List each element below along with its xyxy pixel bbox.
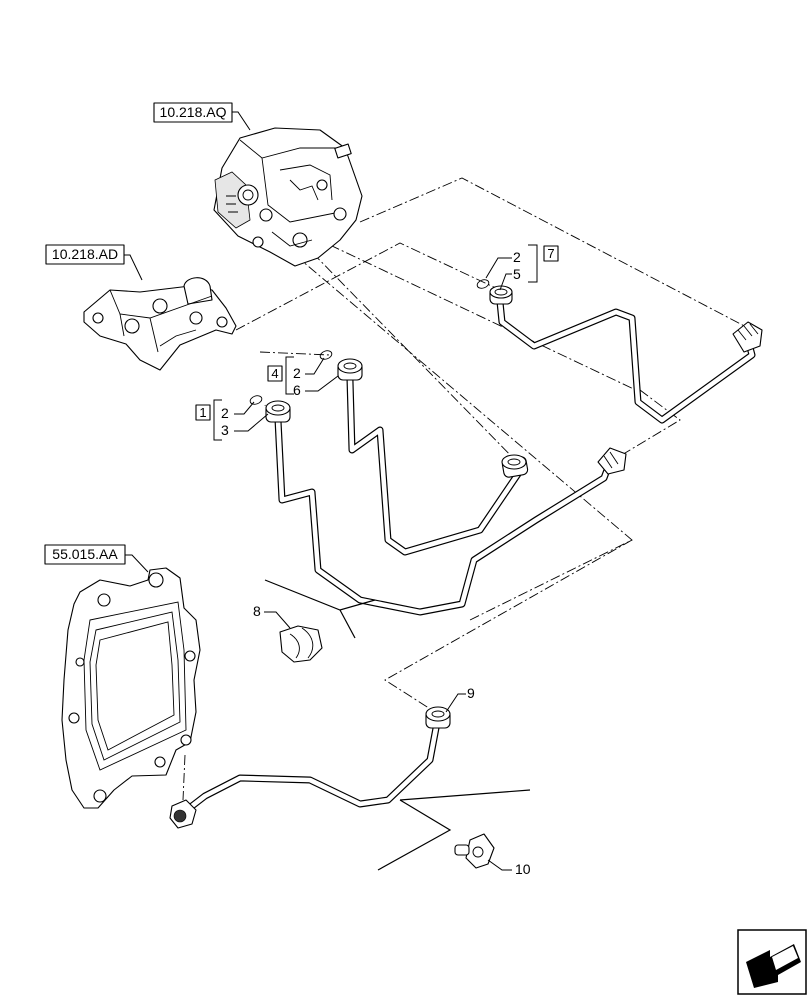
- break-lines: [264, 579, 531, 871]
- callout-group-top-right[interactable]: 2 5 7: [485, 244, 559, 291]
- pipe-clip: [279, 625, 323, 663]
- svg-text:1: 1: [199, 405, 206, 420]
- svg-text:2: 2: [513, 249, 521, 265]
- svg-text:6: 6: [293, 382, 301, 398]
- svg-text:2: 2: [221, 405, 229, 421]
- pressure-sensor: [454, 833, 495, 869]
- callout-clip[interactable]: 8: [253, 603, 291, 629]
- engine-control-module: [61, 567, 201, 809]
- svg-text:3: 3: [221, 422, 229, 438]
- o-ring-left: [249, 395, 263, 405]
- callout-sensor[interactable]: 10: [487, 859, 531, 877]
- svg-text:4: 4: [271, 366, 278, 381]
- fuel-pipe-bottom: [169, 706, 451, 829]
- svg-text:7: 7: [547, 246, 554, 261]
- svg-text:10.218.AQ: 10.218.AQ: [160, 104, 227, 120]
- svg-text:2: 2: [293, 365, 301, 381]
- reference-bracket[interactable]: 10.218.AD: [45, 244, 143, 281]
- fuel-pipe-top-right: [489, 285, 763, 424]
- pump-bracket: [83, 277, 237, 371]
- o-ring-middle: [319, 350, 333, 360]
- callout-group-middle[interactable]: 4 2 6: [267, 356, 339, 398]
- svg-text:10.218.AD: 10.218.AD: [52, 246, 118, 262]
- callout-group-left[interactable]: 1 2 3: [195, 399, 269, 441]
- svg-text:9: 9: [467, 685, 475, 701]
- reference-module[interactable]: 55.015.AA: [44, 544, 149, 573]
- svg-text:5: 5: [513, 266, 521, 282]
- arrow-back-icon[interactable]: [737, 929, 807, 995]
- high-pressure-pump: [213, 127, 363, 267]
- svg-text:55.015.AA: 55.015.AA: [52, 546, 118, 562]
- o-ring-top: [476, 279, 490, 289]
- callout-fitting[interactable]: 9: [445, 685, 475, 713]
- svg-text:8: 8: [253, 603, 261, 619]
- svg-text:10: 10: [515, 861, 531, 877]
- reference-pump[interactable]: 10.218.AQ: [153, 102, 251, 131]
- fuel-pipe-middle: [337, 358, 529, 556]
- center-lines: [182, 177, 753, 801]
- fuel-pipe-left: [265, 400, 627, 616]
